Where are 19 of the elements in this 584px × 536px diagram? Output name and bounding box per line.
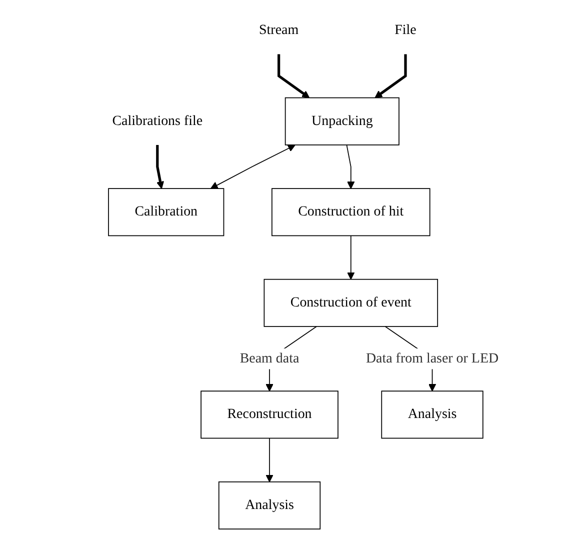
arrow	[156, 144, 164, 189]
node-box: Analysis	[218, 481, 320, 530]
node-box: Analysis	[380, 390, 484, 439]
node-box: Unpacking	[284, 97, 400, 146]
node-text: Calibrations file	[112, 113, 202, 128]
node-text: File	[394, 22, 416, 38]
node-text: Stream	[258, 22, 298, 38]
node-box: Construction of hit	[271, 188, 430, 236]
edge-label: Data from laser or LED	[366, 350, 498, 366]
arrow	[265, 438, 274, 482]
node-box: Calibration	[108, 188, 224, 236]
edge-label: Beam data	[240, 350, 299, 366]
arrow	[277, 54, 310, 98]
node-box: Reconstruction	[200, 390, 338, 439]
arrow	[346, 235, 354, 280]
arrow	[346, 144, 354, 189]
arrow	[210, 144, 296, 189]
arrow	[374, 54, 406, 98]
node-box: Construction of event	[263, 278, 438, 327]
